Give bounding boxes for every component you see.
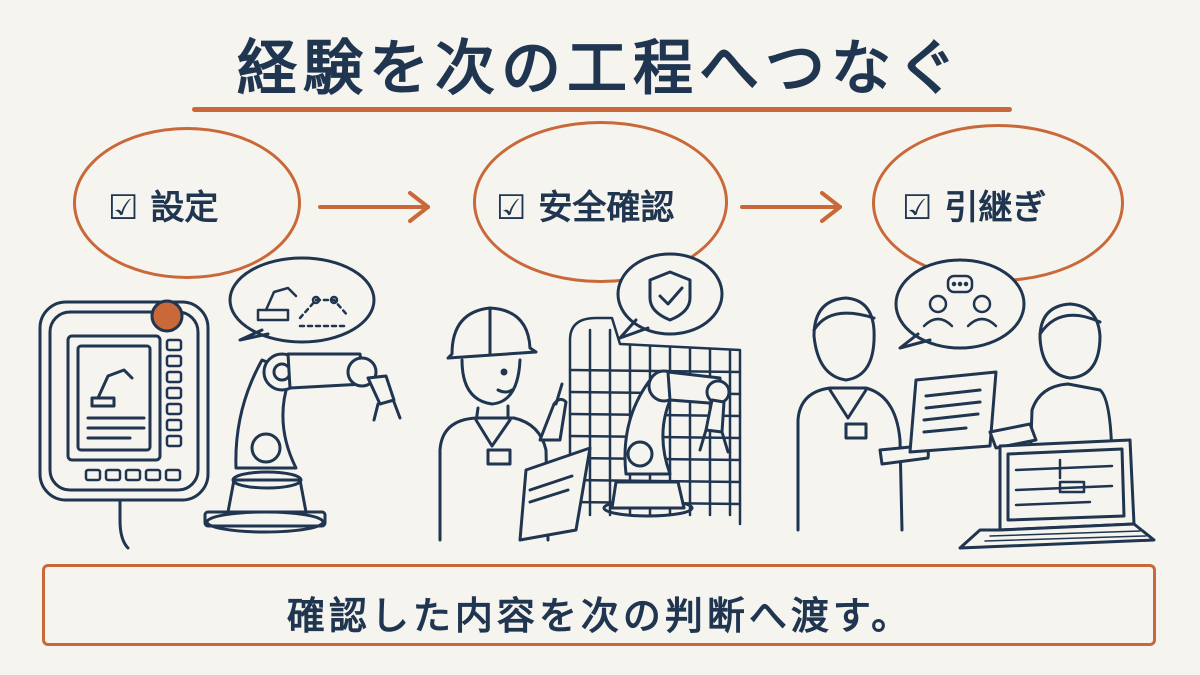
- step-label-handover: ☑ 引継ぎ: [902, 180, 1046, 229]
- step-oval-safety: [473, 121, 728, 283]
- step-oval-settings: [73, 127, 301, 279]
- page-title: 経験を次の工程へつなぐ: [237, 34, 963, 104]
- step-label-settings: ☑ 設定: [108, 180, 218, 229]
- title-underline: [192, 107, 1012, 112]
- arrow-right-icon: [740, 191, 842, 223]
- worker-left-icon: [796, 296, 930, 532]
- step-text: 引継ぎ: [944, 188, 1047, 228]
- checkbox-icon: ☑: [108, 188, 139, 228]
- caption-text: 確認した内容を次の判断へ渡す。: [286, 594, 914, 638]
- shield-check-bubble-icon: [616, 252, 724, 340]
- robot-arm-icon: [203, 352, 402, 534]
- people-chat-bubble-icon: [894, 258, 1026, 350]
- teach-pendant-icon: [38, 299, 210, 550]
- document-icon: [908, 370, 998, 454]
- worker-with-helmet-icon: [438, 306, 592, 542]
- speech-bubble-icon: [228, 256, 376, 344]
- step-text: 安全確認: [538, 188, 675, 228]
- robot-arm-icon: [602, 369, 731, 518]
- arrow-right-icon: [318, 191, 430, 223]
- checkbox-icon: ☑: [902, 188, 933, 228]
- checkbox-icon: ☑: [496, 188, 527, 228]
- caption-box: [42, 564, 1156, 646]
- step-label-safety: ☑ 安全確認: [496, 180, 674, 229]
- step-text: 設定: [150, 188, 219, 228]
- laptop-icon: [958, 438, 1156, 550]
